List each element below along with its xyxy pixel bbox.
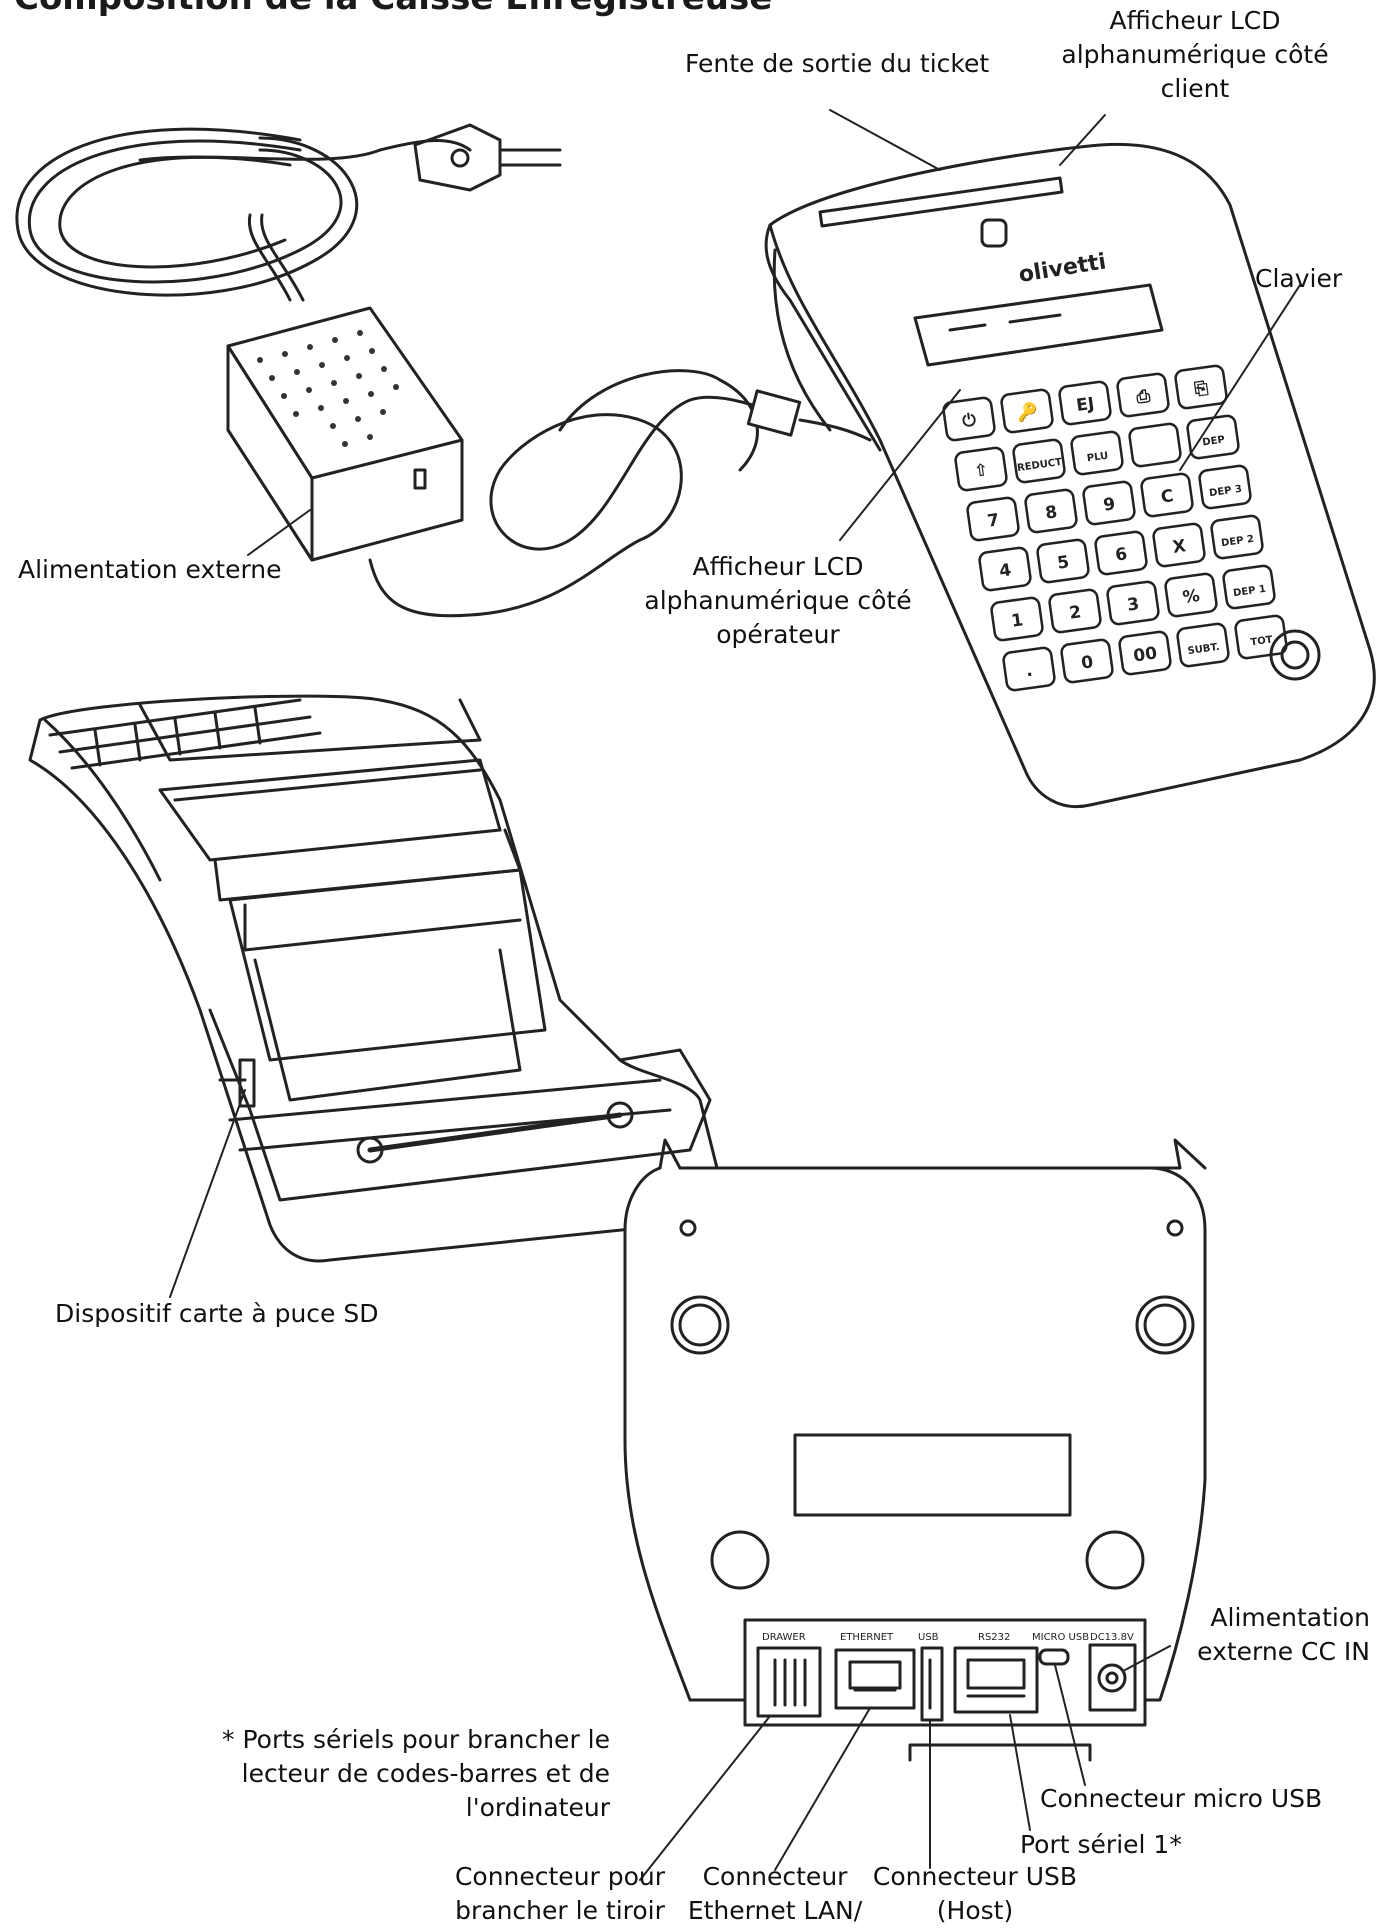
keypad-key: [1164, 572, 1218, 618]
keypad-key: [1000, 388, 1054, 434]
port-label-drawer: DRAWER: [762, 1632, 806, 1643]
power-adapter: [226, 306, 464, 562]
keypad-key-label: X: [1171, 536, 1187, 558]
keypad-key-label: ⇧: [973, 460, 990, 482]
keypad-key: [954, 446, 1008, 492]
keypad-key-label: 2: [1068, 602, 1083, 623]
keypad-key: [1222, 564, 1276, 610]
label-drawer-connector: Connecteur pour brancher le tiroir: [454, 1862, 666, 1925]
port-label-ethernet: ETHERNET: [840, 1632, 894, 1643]
coiled-cable: [15, 127, 472, 297]
keypad-key-label: ⏻: [961, 410, 978, 432]
keypad-key-label: DEP 2: [1221, 534, 1255, 549]
keypad-key: [990, 596, 1044, 642]
port-labels: DRAWER ETHERNET USB RS232 MICRO USB DC13…: [762, 1632, 1134, 1643]
keypad-key-label: 9: [1102, 494, 1117, 515]
keypad-key-label: C: [1160, 486, 1175, 508]
keypad-key: [966, 496, 1020, 542]
label-keyboard: Clavier: [1255, 264, 1343, 293]
keypad-key-label: ⎘: [1193, 378, 1210, 400]
keypad-key: [1094, 530, 1148, 576]
keypad-key: [1128, 422, 1182, 468]
keypad-key: [1002, 646, 1056, 692]
keypad-key: [1176, 622, 1230, 668]
keypad-key: [1152, 522, 1206, 568]
keypad-key: [1140, 472, 1194, 518]
keypad-key: [1012, 438, 1066, 484]
keypad-key: [1118, 630, 1172, 676]
keypad-key-label: DEP: [1202, 434, 1226, 448]
keypad-key: [1198, 464, 1252, 510]
keypad-key: [1048, 588, 1102, 634]
keypad-key-label: ⎙: [1134, 386, 1152, 408]
keypad-key-label: 00: [1132, 643, 1158, 666]
keypad-key: [1036, 538, 1090, 584]
keypad-key-label: 7: [986, 510, 1001, 531]
keypad-key-label: DEP 1: [1233, 584, 1267, 599]
keypad-key-label: TOT: [1250, 634, 1274, 648]
label-external-power: Alimentation externe: [18, 555, 282, 584]
keypad-key-label: 6: [1114, 544, 1129, 565]
register-open-compartment: [28, 694, 722, 1263]
keypad-key-label: 3: [1126, 594, 1141, 615]
keypad-key-label: 5: [1056, 552, 1071, 573]
keypad-key-label: 8: [1044, 502, 1059, 523]
keypad-key: [1024, 488, 1078, 534]
label-client-lcd: Afficheur LCD alphanumérique côté client: [1061, 6, 1329, 103]
keypad-key: [1210, 514, 1264, 560]
port-label-rs232: RS232: [978, 1632, 1010, 1643]
keypad-key: [1070, 430, 1124, 476]
keypad-key: [1186, 414, 1240, 460]
keypad-key: [942, 396, 996, 442]
leader-lines: [169, 109, 1301, 1881]
keypad-key-label: .: [1025, 661, 1034, 682]
page-title: Composition de la Caisse Enregistreuse: [14, 0, 772, 18]
label-usb-connector: Connecteur USB (Host): [872, 1862, 1078, 1925]
keypad-key: [1106, 580, 1160, 626]
power-plug-icon: [413, 123, 562, 192]
label-ethernet-connector: Connecteur Ethernet LAN/: [687, 1862, 863, 1925]
label-serial-note: * Ports sériels pour brancher le lecteur…: [222, 1725, 610, 1822]
keypad-key: [1116, 372, 1170, 418]
port-label-usb: USB: [918, 1632, 939, 1643]
label-serial-port: Port sériel 1*: [1020, 1830, 1182, 1859]
register-back: [623, 1138, 1207, 1762]
keypad-key: [1060, 638, 1114, 684]
keypad-key-label: DEP 3: [1209, 484, 1243, 499]
keypad-key: [978, 546, 1032, 592]
keypad-key-label: PLU: [1086, 451, 1109, 465]
keypad-key-label: 0: [1080, 652, 1095, 673]
port-label-dc: DC13.8V: [1090, 1632, 1134, 1643]
keypad-key-label: 4: [998, 560, 1013, 581]
keypad-key-label: 1: [1010, 610, 1025, 631]
keypad-key: [1058, 380, 1112, 426]
label-operator-lcd: Afficheur LCD alphanumérique côté opérat…: [644, 552, 912, 649]
keypad-key: [1082, 480, 1136, 526]
port-label-micro-usb: MICRO USB: [1032, 1632, 1089, 1643]
keypad-key-label: SUBT.: [1187, 642, 1220, 657]
keypad-key-label: %: [1181, 586, 1201, 608]
label-dc-in: Alimentation externe CC IN: [1197, 1603, 1370, 1666]
label-sd-card: Dispositif carte à puce SD: [55, 1299, 379, 1328]
label-micro-usb: Connecteur micro USB: [1040, 1784, 1323, 1813]
label-ticket-slot: Fente de sortie du ticket: [685, 49, 990, 78]
keypad-key: [1174, 364, 1228, 410]
keypad-key-label: EJ: [1075, 394, 1096, 416]
keypad-key-label: 🔑: [1015, 401, 1039, 425]
